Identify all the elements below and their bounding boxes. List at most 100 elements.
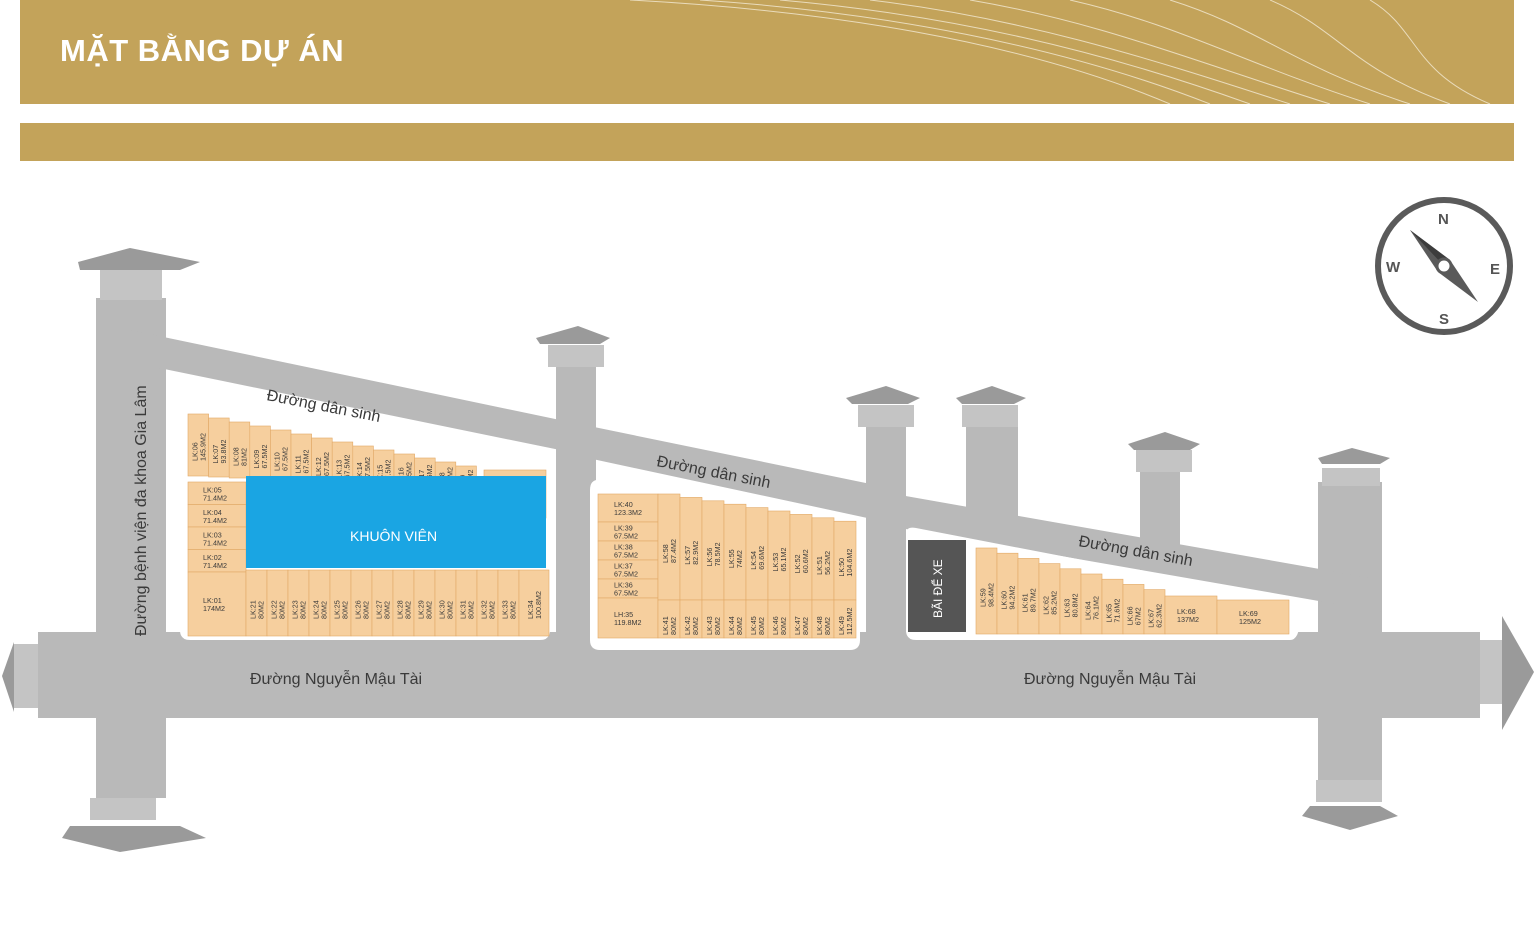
lot-shape[interactable] <box>518 569 550 637</box>
lot-label: LK:0793.8M2 <box>211 440 228 464</box>
lot-lk-27[interactable]: LK:2780M2 <box>371 569 394 637</box>
lot-lk-46[interactable]: LK:4680M2 <box>767 599 791 639</box>
lot-lk-59[interactable]: LK:5998.4M2 <box>975 547 998 635</box>
lot-lk-23[interactable]: LK:2380M2 <box>287 569 310 637</box>
lot-lk-58[interactable]: LK:5887.4M2 <box>657 493 681 601</box>
lot-lk-50[interactable]: LK:50104.6M2 <box>833 520 857 601</box>
direction-arrows <box>2 248 1534 852</box>
lot-lk-26[interactable]: LK:2680M2 <box>350 569 373 637</box>
lot-label: LK:1167.5M2 <box>293 450 310 474</box>
lot-lk-22[interactable]: LK:2280M2 <box>266 569 289 637</box>
lot-lk-12[interactable]: LK:1267.5M2 <box>311 437 333 483</box>
road-network <box>14 270 1502 820</box>
lot-lk-42[interactable]: LK:4280M2 <box>679 599 703 639</box>
lot-lk-52[interactable]: LK:5260.6M2 <box>789 514 813 601</box>
lot-label: LK:2580M2 <box>333 600 350 619</box>
lot-lk-06[interactable]: LK:06145.9M2 <box>187 413 209 477</box>
lot-lk-45[interactable]: LK:4580M2 <box>745 599 769 639</box>
lot-lk-31[interactable]: LK:3180M2 <box>455 569 478 637</box>
lot-lk-63[interactable]: LK:6380.8M2 <box>1059 568 1082 635</box>
lot-lk-51[interactable]: LK:5156.2M2 <box>811 517 835 601</box>
lot-shape[interactable] <box>187 571 247 637</box>
lot-lk-44[interactable]: LK:4480M2 <box>723 599 747 639</box>
lot-label: LK:2780M2 <box>375 600 392 619</box>
lot-lk-25[interactable]: LK:2580M2 <box>329 569 352 637</box>
lot-lk-61[interactable]: LK:6189.7M2 <box>1017 558 1040 635</box>
lot-lk-66[interactable]: LK:6667M2 <box>1122 584 1145 635</box>
lot-lk-64[interactable]: LK:6476.1M2 <box>1080 573 1103 635</box>
lot-lk-67[interactable]: LK:6762.3M2 <box>1143 589 1166 635</box>
lot-lk-43[interactable]: LK:4380M2 <box>701 599 725 639</box>
lot-shape[interactable] <box>833 599 857 639</box>
lot-lk-60[interactable]: LK:6094.2M2 <box>996 552 1019 635</box>
lot-lk-53[interactable]: LK:5365.1M2 <box>767 510 791 601</box>
lot-lk-11[interactable]: LK:1167.5M2 <box>290 433 312 482</box>
lot-label: LK:2180M2 <box>249 600 266 619</box>
page-title: MẶT BẰNG DỰ ÁN <box>60 33 345 68</box>
lot-label: LK:2480M2 <box>312 600 329 619</box>
lot-shape[interactable] <box>597 597 659 639</box>
lot-label: LK:5260.6M2 <box>793 549 810 573</box>
compass-w: W <box>1386 259 1401 276</box>
lot-label: LK:49112.5M2 <box>837 608 854 635</box>
lot-lk-10[interactable]: LK:1067.5M2 <box>270 429 292 481</box>
road-label-nguyen-mau-tai-left: Đường Nguyễn Mậu Tài <box>250 669 422 688</box>
lot-lk-29[interactable]: LK:2980M2 <box>413 569 436 637</box>
lot-lk-49[interactable]: LK:49112.5M2 <box>833 599 857 639</box>
lot-lk-48[interactable]: LK:4880M2 <box>811 599 835 639</box>
lot-lk-09[interactable]: LK:0967.5M2 <box>249 425 271 480</box>
arrow-up-4-icon <box>1128 432 1200 450</box>
lot-lk-34[interactable]: LK:34100.8M2 <box>518 569 550 637</box>
lot-lk-08[interactable]: LK:0881M2 <box>228 421 251 479</box>
arrow-right-icon <box>1502 616 1534 730</box>
arrow-up-2-icon <box>846 386 920 404</box>
lot-shape[interactable] <box>1164 595 1218 635</box>
lot-lk-07[interactable]: LK:0793.8M2 <box>208 417 230 478</box>
lot-lk-55[interactable]: LK:5574M2 <box>723 503 747 601</box>
lot-lk-24[interactable]: LK:2480M2 <box>308 569 331 637</box>
lot-lk-56[interactable]: LK:5678.5M2 <box>701 500 725 601</box>
lot-label: LK:6762.3M2 <box>1147 604 1164 628</box>
lot-label: LK:2280M2 <box>270 600 287 619</box>
lot-label: LK:6285.2M2 <box>1042 591 1059 615</box>
lot-shape[interactable] <box>1216 599 1290 635</box>
lot-shape[interactable] <box>597 493 659 523</box>
lot-label: LK:1567.5M2 <box>376 460 393 484</box>
lot-label: LK:5365.1M2 <box>771 548 788 572</box>
lot-lk-33[interactable]: LK:3380M2 <box>497 569 520 637</box>
lot-lk-41[interactable]: LK:4180M2 <box>657 599 681 639</box>
lot-label: LK:4580M2 <box>749 616 766 635</box>
lot-lk-21[interactable]: LK:2180M2 <box>245 569 268 637</box>
lot-lk-28[interactable]: LK:2880M2 <box>392 569 415 637</box>
compass-s: S <box>1439 311 1449 328</box>
lot-lk-54[interactable]: LK:5469.6M2 <box>745 507 769 601</box>
lot-label: LK:1367.5M2 <box>335 455 352 479</box>
lot-label: LK:6571.6M2 <box>1105 599 1122 623</box>
lot-lk-47[interactable]: LK:4780M2 <box>789 599 813 639</box>
lot-lk-65[interactable]: LK:6571.6M2 <box>1101 578 1124 635</box>
lot-lk-62[interactable]: LK:6285.2M2 <box>1038 563 1061 635</box>
lot-lk-57[interactable]: LK:5782.9M2 <box>679 497 703 601</box>
connector-road-4 <box>1140 470 1180 570</box>
lot-lk-32[interactable]: LK:3280M2 <box>476 569 499 637</box>
lot-lk-30[interactable]: LK:3080M2 <box>434 569 457 637</box>
lot-label: LK:34100.8M2 <box>526 591 543 619</box>
arrow-down-right-icon <box>1302 806 1398 830</box>
